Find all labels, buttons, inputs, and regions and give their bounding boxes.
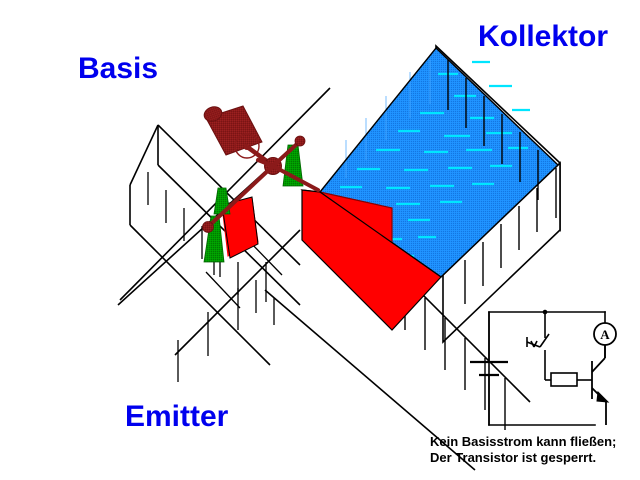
label-kollektor: Kollektor <box>478 20 609 53</box>
transistor-symbol <box>591 344 610 425</box>
ammeter-symbol: A <box>593 322 617 358</box>
valve-cylinder-icon <box>203 105 263 159</box>
collector-far-wall-hatching <box>447 60 557 304</box>
wedge-left-icon <box>203 215 225 263</box>
caption-line-1: Kein Basisstrom kann fließen; <box>430 434 617 449</box>
label-basis: Basis <box>78 52 159 85</box>
base-gate[interactable] <box>221 196 259 259</box>
ammeter-label: A <box>600 327 610 342</box>
base-gate-body <box>221 196 259 259</box>
valve-ball-upper <box>294 135 306 147</box>
valve-arm-lower <box>209 164 275 226</box>
caption-block: Kein Basisstrom kann fließen; Der Transi… <box>430 434 616 466</box>
label-emitter: Emitter <box>125 400 229 433</box>
valve-arm-right <box>271 164 320 192</box>
emitter-hanging-hatch <box>177 262 267 382</box>
caption-line-2: Der Transistor ist gesperrt. <box>430 450 597 465</box>
valve-arm-upper <box>271 141 300 168</box>
battery-symbol <box>470 312 508 425</box>
collector-gate[interactable] <box>300 189 442 331</box>
valve-arm-stub <box>256 158 275 168</box>
base-valve-mechanism[interactable] <box>202 104 320 233</box>
switch-symbol[interactable] <box>526 312 551 381</box>
resistor-symbol <box>550 372 592 387</box>
valve-ball-lower <box>202 221 214 233</box>
